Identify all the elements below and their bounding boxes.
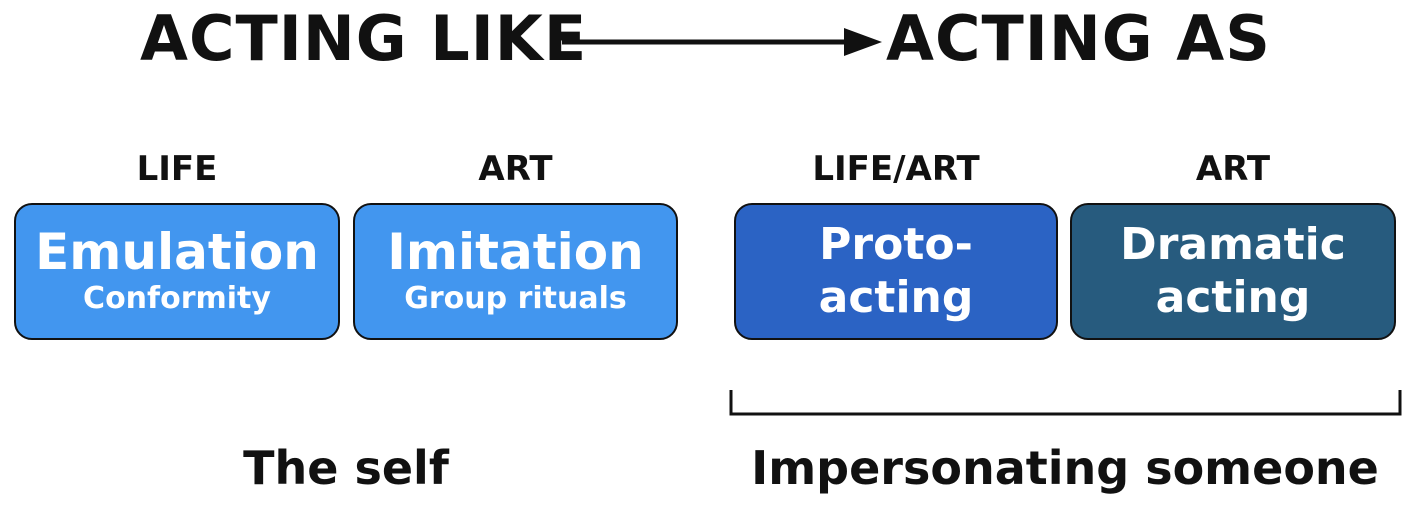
heading-acting-like: ACTING LIKE	[140, 2, 588, 75]
box-title-imitation: Imitation	[387, 223, 644, 282]
box-line-proto: Proto-	[819, 218, 973, 270]
category-label-life-art: LIFE/ART	[812, 149, 980, 189]
box-dramatic-acting: Dramatic acting	[1070, 203, 1396, 340]
box-emulation: Emulation Conformity	[14, 203, 340, 340]
box-proto-acting: Proto- acting	[734, 203, 1058, 340]
box-line-acting-2: acting	[1155, 271, 1311, 323]
category-label-life: LIFE	[136, 149, 218, 189]
footer-the-self: The self	[243, 441, 449, 495]
box-subtitle-group-rituals: Group rituals	[404, 280, 627, 316]
box-subtitle-conformity: Conformity	[83, 280, 271, 316]
right-arrow-icon	[562, 28, 882, 56]
box-line-dramatic: Dramatic	[1120, 218, 1346, 270]
category-label-art-2: ART	[1195, 149, 1271, 189]
category-label-art: ART	[478, 149, 553, 189]
box-title-emulation: Emulation	[35, 223, 319, 282]
footer-impersonating-someone: Impersonating someone	[751, 441, 1379, 495]
bracket	[729, 390, 1402, 416]
heading-acting-as: ACTING AS	[886, 2, 1271, 75]
box-line-acting: acting	[818, 271, 974, 323]
box-imitation: Imitation Group rituals	[353, 203, 678, 340]
